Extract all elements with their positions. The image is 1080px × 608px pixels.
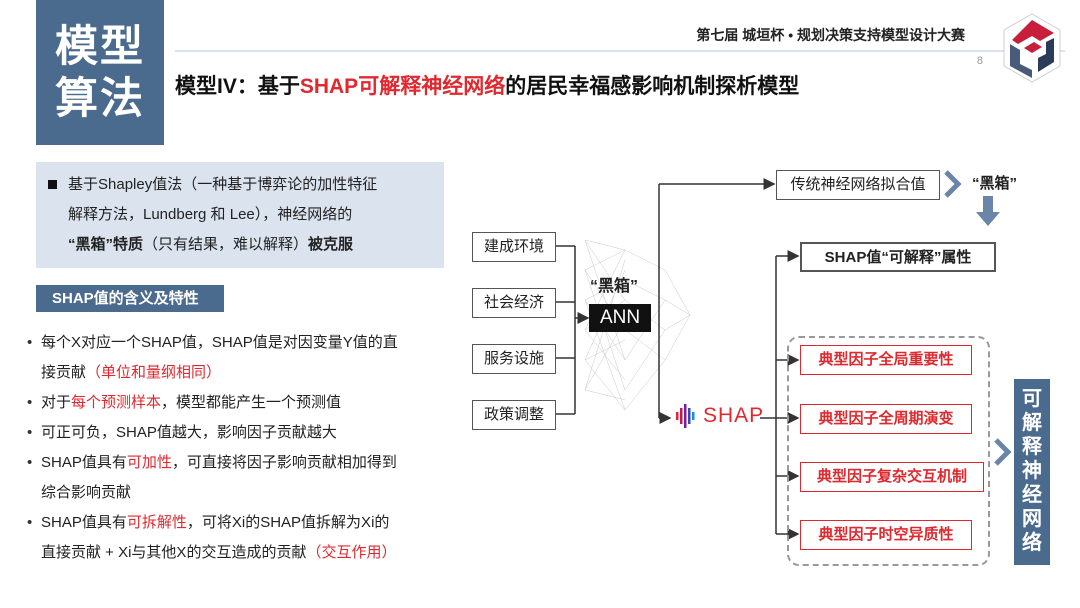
title-part2: 的居民幸福感影响机制探析模型 [505,75,800,98]
page-number: 8 [976,55,983,67]
bullet-text: 对于 [41,394,72,411]
list-item: 对于每个预测样本，模型都能产生一个预测值 [24,388,454,418]
intro-line2: 解释方法，Lundberg 和 Lee），神经网络的 [68,206,353,223]
factor-box: 典型因子全局重要性 [800,345,972,375]
badge-line1: 模型 [55,22,145,71]
input-box: 社会经济 [472,288,556,318]
intro-normal: （只有结果，难以解释） [143,236,309,253]
intro-box: 基于Shapley值法（一种基于博弈论的加性特征 解释方法，Lundberg 和… [36,162,444,268]
bullet-text: 接贡献 [41,364,87,381]
vbar-char: 释 [1022,436,1042,458]
intro-line3: “黑箱”特质（只有结果，难以解释）被克服 [68,230,434,260]
list-item: 每个X对应一个SHAP值，SHAP值是对因变量Y值的直 接贡献（单位和量纲相同） [24,328,454,388]
factor-box: 典型因子复杂交互机制 [800,462,984,492]
shap-attribute-box: SHAP值“可解释”属性 [800,242,996,272]
vbar-char: 可 [1022,388,1042,410]
bullet-highlight: （单位和量纲相同） [86,364,222,381]
badge-line2: 算法 [55,74,145,123]
vbar-char: 络 [1022,532,1042,554]
factor-box: 典型因子时空异质性 [800,520,972,550]
logo-icon [1003,13,1061,83]
intro-bold2: 被克服 [308,236,354,253]
input-box: 建成环境 [472,232,556,262]
bullet-text: 每个X对应一个SHAP值，SHAP值是对因变量Y值的直 [41,334,398,351]
chevron-right-icon [994,438,1012,466]
bullet-highlight: （交互作用） [306,544,397,561]
bullet-square-icon [48,180,57,189]
shap-label: SHAP [703,404,765,427]
traditional-box: 传统神经网络拟合值 [776,170,940,200]
title-part1: 模型IV：基于 [175,75,300,98]
intro-bold1: “黑箱”特质 [68,236,144,253]
header-divider [175,50,1065,52]
chevron-right-icon [944,170,962,198]
bullet-highlight: 每个预测样本 [71,394,162,411]
bullet-text: ，模型都能产生一个预测值 [161,394,342,411]
vbar-char: 经 [1022,484,1042,506]
bullet-text: 可正可负，SHAP值越大，影响因子贡献越大 [41,424,337,441]
bullet-text: ，可直接将因子影响贡献相加得到 [171,454,397,471]
black-box-result: “黑箱” [972,175,1018,192]
input-box: 服务设施 [472,344,556,374]
bullet-text: 综合影响贡献 [41,484,132,501]
section-title: SHAP值的含义及特性 [36,285,224,312]
bullet-text: ，可将Xi的SHAP值拆解为Xi的 [186,514,390,531]
shap-logo: SHAP [676,404,764,428]
section-badge: 模型 算法 [36,0,164,145]
competition-name: 第七届 城垣杯 • 规划决策支持模型设计大赛 [696,27,965,43]
bullet-highlight: 可加性 [126,454,172,471]
bullet-text: SHAP值具有 [41,514,127,531]
intro-line1: 基于Shapley值法（一种基于博弈论的加性特征 [68,176,378,193]
vbar-char: 网 [1022,508,1042,530]
down-arrow-icon [976,212,1000,226]
bullet-text: 直接贡献 + Xi与其他X的交互造成的贡献 [41,544,307,561]
input-box: 政策调整 [472,400,556,430]
ann-box: ANN [589,304,651,332]
factor-group [787,336,990,566]
bullet-highlight: 可拆解性 [126,514,187,531]
list-item: SHAP值具有可加性，可直接将因子影响贡献相加得到 综合影响贡献 [24,448,454,508]
factor-box: 典型因子全周期演变 [800,404,972,434]
list-item: 可正可负，SHAP值越大，影响因子贡献越大 [24,418,454,448]
bullet-text: SHAP值具有 [41,454,127,471]
bullet-list: 每个X对应一个SHAP值，SHAP值是对因变量Y值的直 接贡献（单位和量纲相同）… [24,328,454,568]
list-item: SHAP值具有可拆解性，可将Xi的SHAP值拆解为Xi的 直接贡献 + Xi与其… [24,508,454,568]
title-highlight: SHAP可解释神经网络 [299,75,506,98]
interpretable-nn-bar: 可 解 释 神 经 网 络 [1014,379,1050,565]
vbar-char: 解 [1022,412,1042,434]
page-title: 模型IV：基于SHAP可解释神经网络的居民幸福感影响机制探析模型 [175,70,799,100]
vbar-char: 神 [1022,460,1042,482]
shap-bars-icon [676,404,695,428]
black-box-label: “黑箱” [590,278,639,295]
